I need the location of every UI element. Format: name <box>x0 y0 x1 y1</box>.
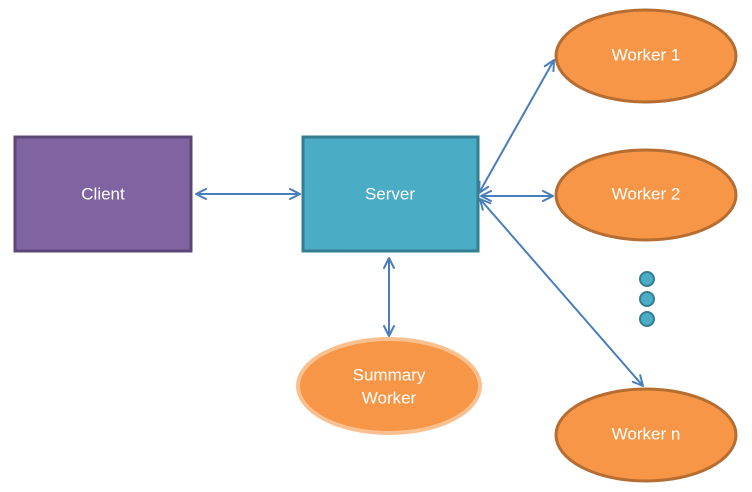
client-label: Client <box>81 184 125 203</box>
worker1-node: Worker 1 <box>554 8 738 104</box>
client-node: Client <box>13 135 193 253</box>
ellipsis-dot <box>639 311 655 327</box>
worker2-label: Worker 2 <box>612 184 681 203</box>
workern-node: Worker n <box>554 387 738 483</box>
ellipsis-dots <box>639 271 655 327</box>
worker2-ellipse <box>554 148 738 242</box>
summary-worker-label-line1: Summary <box>353 365 426 384</box>
workern-label: Worker n <box>612 424 681 443</box>
server-node: Server <box>301 135 480 253</box>
ellipsis-dot <box>639 271 655 287</box>
summary-worker-node: Summary Worker <box>296 337 482 435</box>
summary-worker-ellipse <box>296 337 482 435</box>
connectors <box>195 59 644 387</box>
server-workern-arrow <box>479 198 644 387</box>
client-box <box>13 135 193 253</box>
worker1-ellipse <box>554 8 738 104</box>
workern-ellipse <box>554 387 738 483</box>
server-label: Server <box>365 184 415 203</box>
worker1-label: Worker 1 <box>612 45 681 64</box>
summary-worker-label-line2: Worker <box>362 388 417 407</box>
ellipsis-dot <box>639 291 655 307</box>
worker2-node: Worker 2 <box>554 148 738 242</box>
server-worker1-arrow <box>478 59 555 194</box>
server-box <box>301 135 480 253</box>
